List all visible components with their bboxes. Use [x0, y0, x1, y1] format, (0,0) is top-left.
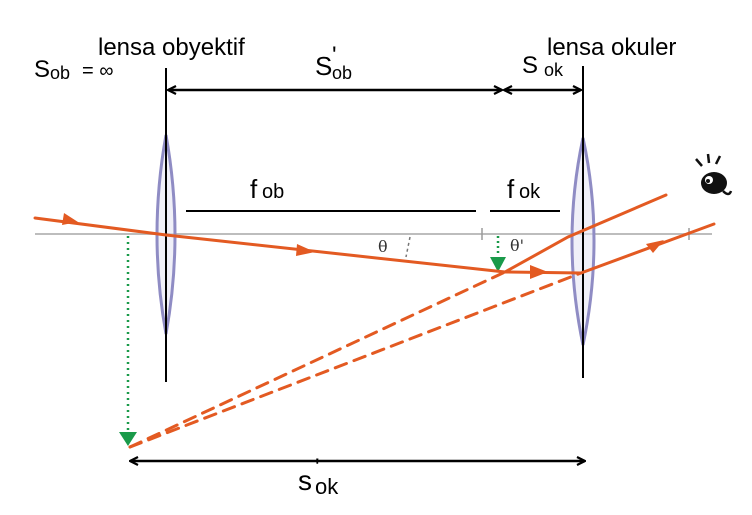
s-ob-label: S — [34, 56, 50, 83]
f-ok-sub: ok — [519, 181, 541, 203]
s-ob-prime-mark: ' — [332, 42, 337, 69]
s-ob-sub: ob — [50, 63, 70, 83]
parallel-ray-segment — [503, 222, 716, 275]
s-ob-prime-sub: ob — [332, 63, 352, 83]
eyepiece-lens-label: lensa okuler — [547, 34, 676, 61]
s-ok-sub: ok — [544, 60, 564, 80]
f-ob-label: f — [250, 174, 258, 204]
s-ok-label: S — [522, 52, 538, 79]
objective-lens-label: lensa obyektif — [98, 34, 245, 61]
ray-direction-arrows — [62, 213, 664, 279]
virtual-ray-1 — [128, 270, 507, 449]
f-ok-label: f — [507, 174, 515, 204]
s-ok-prime-sub: ok — [315, 474, 339, 499]
ray-arrow-3 — [530, 265, 548, 279]
f-ob-sub: ob — [262, 181, 284, 203]
incoming-ray — [33, 216, 507, 274]
ray-paths — [33, 193, 716, 449]
s-ob-prime-label: S — [315, 51, 332, 81]
s-ob-value: = ∞ — [82, 60, 114, 82]
intermediate-image-arrowhead — [490, 257, 506, 272]
theta-prime-label: θ' — [510, 236, 524, 255]
eye-icon — [695, 153, 733, 196]
final-image-arrowhead — [119, 432, 137, 446]
s-ok-prime-mark: ' — [315, 454, 320, 481]
virtual-ray-2 — [128, 271, 583, 449]
ray-arrow-4 — [646, 240, 664, 253]
theta-guide — [405, 236, 411, 258]
s-ok-prime-label: s — [298, 465, 312, 496]
theta-label: θ — [378, 237, 388, 256]
ray-arrow-1 — [62, 213, 78, 225]
ray-arrow-2 — [296, 244, 315, 256]
ray-through-focus — [503, 193, 668, 274]
